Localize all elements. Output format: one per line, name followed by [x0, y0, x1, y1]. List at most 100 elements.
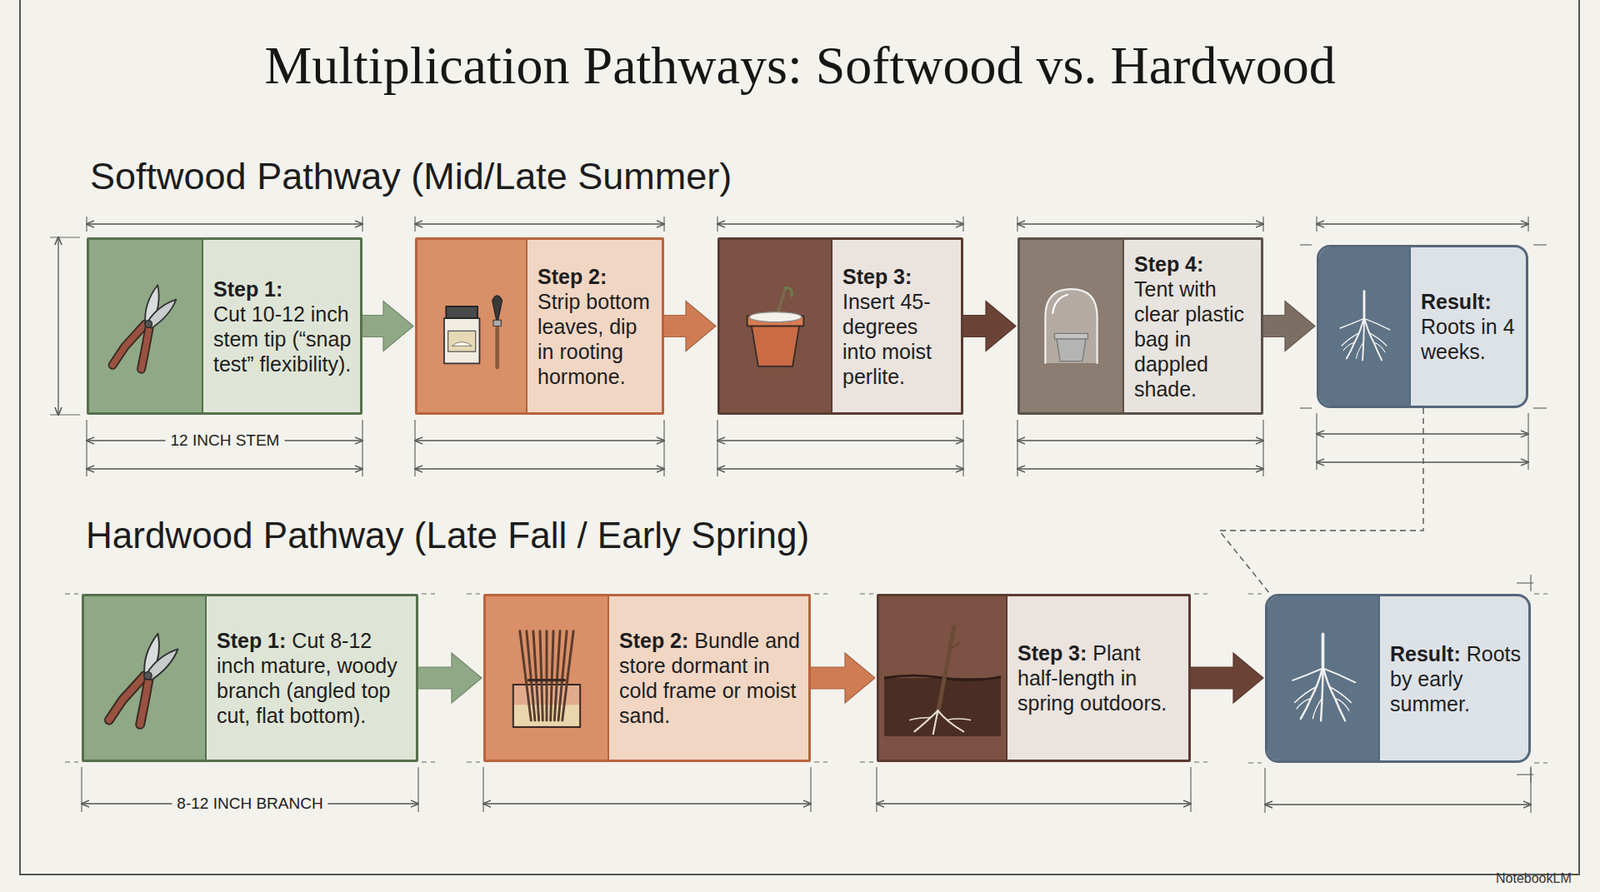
text-block: Step 4:Tent with clear plastic bag in da… — [1134, 251, 1255, 402]
extension-line — [1016, 216, 1018, 232]
dimension-label: 12 INCH STEM — [165, 431, 285, 450]
dimension-line — [415, 223, 665, 225]
step-box: Step 1:Cut 8-12 inch mature, woody branc… — [81, 594, 419, 763]
block-arrow — [1262, 301, 1315, 352]
block-arrow — [1190, 653, 1264, 704]
step-box: Step 1:Cut 10-12 inch stem tip (“snap te… — [86, 237, 363, 415]
step-heading: Step 2: — [537, 264, 655, 290]
text-block: Step 3:Insert 45-degrees into moist perl… — [842, 264, 955, 390]
extension-line — [1264, 768, 1265, 814]
text-panel: Step 3:Plant half-length in spring outdo… — [1007, 596, 1189, 760]
jar-icon — [444, 295, 503, 368]
pruners-icon — [112, 285, 176, 370]
extension-line — [1315, 413, 1317, 470]
extension-line — [1534, 593, 1548, 595]
extension-line — [421, 593, 435, 595]
watermark: NotebookLM — [1495, 871, 1572, 887]
illustration — [490, 601, 603, 755]
step-box: Step 3:Insert 45-degrees into moist perl… — [717, 237, 964, 415]
dimension-line — [1316, 461, 1529, 463]
icon-panel — [1319, 247, 1411, 406]
step-box: Step 2:Strip bottom leaves, dip in rooti… — [415, 237, 665, 415]
bundle-icon — [513, 631, 580, 728]
extension-line — [1190, 767, 1191, 813]
extension-line — [417, 767, 419, 813]
text-block: Result:Roots by early summer. — [1390, 641, 1522, 717]
dimension-line — [415, 440, 665, 441]
extension-line — [962, 216, 964, 232]
dimension-line — [717, 223, 964, 225]
text-panel: Result:Roots in 4 weeks. — [1410, 247, 1526, 406]
extension-line — [814, 593, 828, 595]
icon-panel — [417, 240, 528, 413]
text-block: Result:Roots in 4 weeks. — [1420, 289, 1520, 365]
extension-line — [85, 216, 87, 232]
extension-line — [1530, 766, 1531, 784]
illustration — [1324, 252, 1405, 401]
illustration — [89, 601, 200, 755]
step-heading: Step 1: — [213, 276, 354, 302]
illustration — [1025, 245, 1118, 408]
result-box: Result:Roots by early summer. — [1265, 594, 1531, 764]
text-block: Step 1:Cut 10-12 inch stem tip (“snap te… — [213, 276, 354, 377]
illustration — [884, 601, 1001, 755]
illustration — [725, 245, 826, 408]
step-text: Insert 45-degrees into moist perlite. — [842, 289, 955, 390]
extension-line — [1534, 762, 1548, 764]
extension-line — [1533, 244, 1547, 245]
extension-line — [1530, 575, 1531, 592]
text-panel: Step 4:Tent with clear plastic bag in da… — [1124, 240, 1261, 413]
extension-line — [1248, 762, 1262, 764]
extension-line — [466, 761, 480, 763]
pot-icon — [747, 288, 805, 367]
text-block: Step 2:Bundle and store dormant in cold … — [619, 628, 802, 729]
extension-line — [1194, 761, 1208, 763]
extension-line — [414, 420, 415, 477]
step-text: Strip bottom leaves, dip in rooting horm… — [537, 289, 655, 390]
text-block: Step 2:Strip bottom leaves, dip in rooti… — [537, 264, 655, 390]
dimension-line — [1017, 440, 1264, 441]
dimension-line — [1017, 468, 1264, 470]
step-heading: Step 3: — [1017, 641, 1087, 665]
extension-line — [814, 761, 828, 763]
result-box: Result:Roots in 4 weeks. — [1316, 245, 1529, 409]
dimension-line — [717, 468, 964, 470]
extension-line — [361, 420, 363, 477]
step-box: Step 4:Tent with clear plastic bag in da… — [1017, 237, 1264, 415]
icon-panel — [879, 596, 1008, 760]
dimension-line — [1316, 223, 1529, 225]
text-panel: Step 1:Cut 10-12 inch stem tip (“snap te… — [203, 240, 360, 413]
dashed-connector — [1219, 408, 1424, 595]
extension-line — [860, 593, 874, 595]
soil-icon — [884, 626, 1001, 737]
extension-line — [50, 236, 80, 238]
dimension-line — [483, 803, 811, 805]
extension-line — [421, 761, 435, 763]
extension-line — [663, 420, 665, 477]
step-text: Roots in 4 weeks. — [1420, 314, 1520, 365]
text-panel: Step 1:Cut 8-12 inch mature, woody branc… — [206, 596, 416, 760]
dimension-line — [876, 803, 1191, 805]
extension-line — [414, 216, 415, 232]
dimension-line — [1316, 433, 1529, 435]
extension-line — [810, 767, 811, 813]
icon-panel — [1020, 240, 1125, 413]
title: Multiplication Pathways: Softwood vs. Ha… — [0, 36, 1600, 95]
step-heading: Result: — [1390, 642, 1461, 666]
block-arrow — [962, 301, 1016, 352]
extension-line — [716, 420, 718, 477]
extension-line — [1300, 407, 1312, 409]
extension-line — [1262, 216, 1264, 232]
extension-line — [860, 761, 874, 763]
dimension-line — [415, 468, 665, 470]
extension-line — [482, 767, 484, 813]
dimension-lines — [50, 216, 1548, 814]
block-arrow — [663, 301, 716, 352]
step-box: Step 3:Plant half-length in spring outdo… — [876, 594, 1191, 763]
dimension-line — [86, 468, 363, 470]
extension-line — [716, 216, 718, 232]
step-heading: Step 3: — [842, 264, 955, 290]
text-panel: Step 2:Strip bottom leaves, dip in rooti… — [527, 240, 662, 413]
extension-line — [466, 593, 480, 595]
